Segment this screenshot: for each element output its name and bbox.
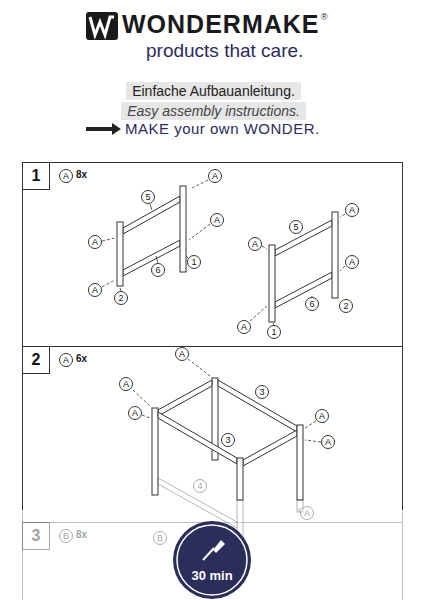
callout-text: A xyxy=(63,355,69,365)
callout-text: 3 xyxy=(259,387,264,397)
callout-circle: A xyxy=(208,169,222,183)
node-text: Easy assembly instructions. xyxy=(121,102,306,120)
callout-circle: A xyxy=(315,409,329,423)
callout-circle: A xyxy=(210,213,224,227)
logo-w xyxy=(90,17,114,35)
step-number-text: 1 xyxy=(32,167,41,184)
callout-circle: A xyxy=(345,255,359,269)
time-badge xyxy=(173,521,251,599)
callout-text: 6 xyxy=(155,265,160,275)
callout-text: B xyxy=(157,533,163,543)
callout-circle: B xyxy=(153,531,167,545)
frame-parts xyxy=(117,186,338,500)
registered-mark: ® xyxy=(321,12,328,22)
faded-panel xyxy=(23,510,403,600)
callout-text: A xyxy=(252,239,258,249)
step-number-text: 3 xyxy=(32,527,41,544)
callout-text: A xyxy=(92,285,98,295)
callout-text: A xyxy=(349,205,355,215)
node-text: Einfache Aufbauanleitung. xyxy=(126,82,301,100)
callout-circle: A xyxy=(59,169,73,183)
callout-circle: 1 xyxy=(187,255,201,269)
callout-circle: 6 xyxy=(305,297,319,311)
callout-circle: 5 xyxy=(141,190,155,204)
step-panel xyxy=(402,347,403,511)
quantity: 8x xyxy=(76,169,87,180)
callout-circle: A xyxy=(321,435,335,449)
callout-text: 1 xyxy=(271,327,276,337)
leader-lines xyxy=(102,180,345,442)
logo-mark xyxy=(86,12,118,40)
callout-circle: 4 xyxy=(193,479,207,493)
callout-text: 4 xyxy=(197,481,202,491)
brand-name: WONDERMAKE xyxy=(122,10,320,39)
callout-text: A xyxy=(132,408,138,418)
quantity: 6x xyxy=(76,353,87,364)
time-badge-text: 30 min xyxy=(172,568,252,583)
callout-text: A xyxy=(349,257,355,267)
time-badge-ring xyxy=(177,525,247,595)
callout-text: A xyxy=(212,171,218,181)
callout-text: 6 xyxy=(309,299,314,309)
callout-circle: A xyxy=(300,506,314,520)
step-number: 3 xyxy=(22,522,50,550)
callout-text: A xyxy=(179,349,185,359)
callout-circle: 6 xyxy=(151,263,165,277)
node-text: 30 min xyxy=(191,568,232,583)
callout-text: A xyxy=(304,508,310,518)
callout-circle: 3 xyxy=(221,433,235,447)
callout-text: A xyxy=(123,379,129,389)
callout-text: 5 xyxy=(293,222,298,232)
callout-circle: A xyxy=(119,377,133,391)
step-number: 1 xyxy=(22,162,50,190)
callout-circle: A xyxy=(88,235,102,249)
arrow-icon xyxy=(86,123,121,135)
callout-circle: 5 xyxy=(289,220,303,234)
slogan: MAKE your own WONDER. xyxy=(125,120,320,137)
callout-text: 1 xyxy=(191,257,196,267)
callout-text: A xyxy=(241,322,247,332)
callout-text: 5 xyxy=(145,192,150,202)
callout-circle: A xyxy=(128,406,142,420)
callout-circle: 1 xyxy=(267,325,281,339)
step-panel xyxy=(23,163,403,347)
callout-circle: A xyxy=(88,283,102,297)
callout-circle: A xyxy=(237,320,251,334)
callout-circle: 2 xyxy=(114,291,128,305)
callout-circle: 3 xyxy=(255,385,269,399)
screwdriver-icon xyxy=(203,540,225,560)
callout-text: 3 xyxy=(225,435,230,445)
callout-circle: A xyxy=(248,237,262,251)
header-band: Einfache Aufbauanleitung. Easy assembly i… xyxy=(119,82,308,122)
callout-text: A xyxy=(319,411,325,421)
callout-text: 2 xyxy=(343,301,348,311)
callout-circle: A xyxy=(175,347,189,361)
callout-circle: B xyxy=(59,529,73,543)
callout-text: A xyxy=(325,437,331,447)
callout-text: A xyxy=(63,171,69,181)
tagline: products that care. xyxy=(146,40,303,62)
quantity: 8x xyxy=(76,529,87,540)
callout-text: B xyxy=(63,531,69,541)
callout-text: 2 xyxy=(118,293,123,303)
callout-circle: 2 xyxy=(339,299,353,313)
step-number: 2 xyxy=(22,346,50,374)
step-number-text: 2 xyxy=(32,351,41,368)
callout-circle: A xyxy=(345,203,359,217)
callout-circle: A xyxy=(59,353,73,367)
callout-text: A xyxy=(214,215,220,225)
callout-text: A xyxy=(92,237,98,247)
